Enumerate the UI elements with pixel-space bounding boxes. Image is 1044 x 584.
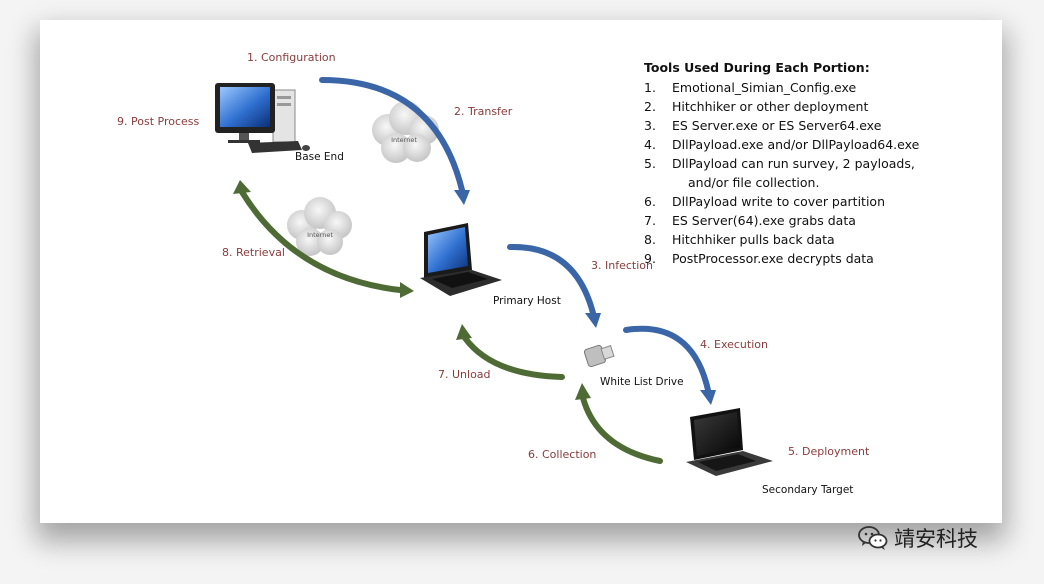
tools-title: Tools Used During Each Portion: xyxy=(644,60,870,75)
watermark-text: 靖安科技 xyxy=(894,527,978,551)
tool-item: 7.ES Server(64).exe grabs data xyxy=(644,213,856,228)
tool-item: 1.Emotional_Simian_Config.exe xyxy=(644,80,857,95)
base-end-computer-icon xyxy=(215,83,310,153)
tool-item: 6.DllPayload write to cover partition xyxy=(644,194,885,209)
tool-item: 2.Hitchhiker or other deployment xyxy=(644,99,869,114)
tool-item: 5.DllPayload can run survey, 2 payloads,… xyxy=(644,156,915,190)
tools-list: Tools Used During Each Portion: 1.Emotio… xyxy=(644,58,919,268)
tool-item: 4.DllPayload.exe and/or DllPayload64.exe xyxy=(644,137,920,152)
retrieval-arrow xyxy=(233,180,414,298)
watermark: 靖安科技 xyxy=(858,522,978,554)
primary-host-laptop-icon xyxy=(420,223,502,296)
tool-item: 9.PostProcessor.exe decrypts data xyxy=(644,251,874,266)
base-end-label: Base End xyxy=(295,151,344,163)
step-retrieval: 8. Retrieval xyxy=(222,246,285,259)
wechat-icon xyxy=(858,526,888,550)
step-unload: 7. Unload xyxy=(438,368,491,381)
execution-arrow xyxy=(623,325,716,405)
step-post-process: 9. Post Process xyxy=(117,115,200,128)
white-list-drive-label: White List Drive xyxy=(600,376,684,388)
step-deployment: 5. Deployment xyxy=(788,445,870,458)
internet-cloud-icon: Internet xyxy=(287,197,352,256)
internet-label: Internet xyxy=(307,231,333,239)
infection-arrow xyxy=(507,243,601,328)
diagram-card: Internet Internet xyxy=(40,20,1002,523)
white-list-drive-usb-icon xyxy=(583,344,615,368)
step-transfer: 2. Transfer xyxy=(454,105,513,118)
secondary-target-laptop-icon xyxy=(686,408,773,476)
collection-arrow xyxy=(575,383,663,464)
tool-item: 8.Hitchhiker pulls back data xyxy=(644,232,835,247)
step-configuration: 1. Configuration xyxy=(247,51,336,64)
transfer-arrow xyxy=(319,77,470,205)
step-infection: 3. Infection xyxy=(591,259,653,272)
step-execution: 4. Execution xyxy=(700,338,768,351)
unload-arrow xyxy=(456,324,565,380)
step-collection: 6. Collection xyxy=(528,448,597,461)
secondary-target-label: Secondary Target xyxy=(762,484,854,496)
tool-item: 3.ES Server.exe or ES Server64.exe xyxy=(644,118,882,133)
internet-label: Internet xyxy=(391,136,417,144)
primary-host-label: Primary Host xyxy=(493,295,561,307)
diagram-canvas: Internet Internet xyxy=(215,77,773,476)
internet-cloud-icon: Internet xyxy=(372,101,439,163)
